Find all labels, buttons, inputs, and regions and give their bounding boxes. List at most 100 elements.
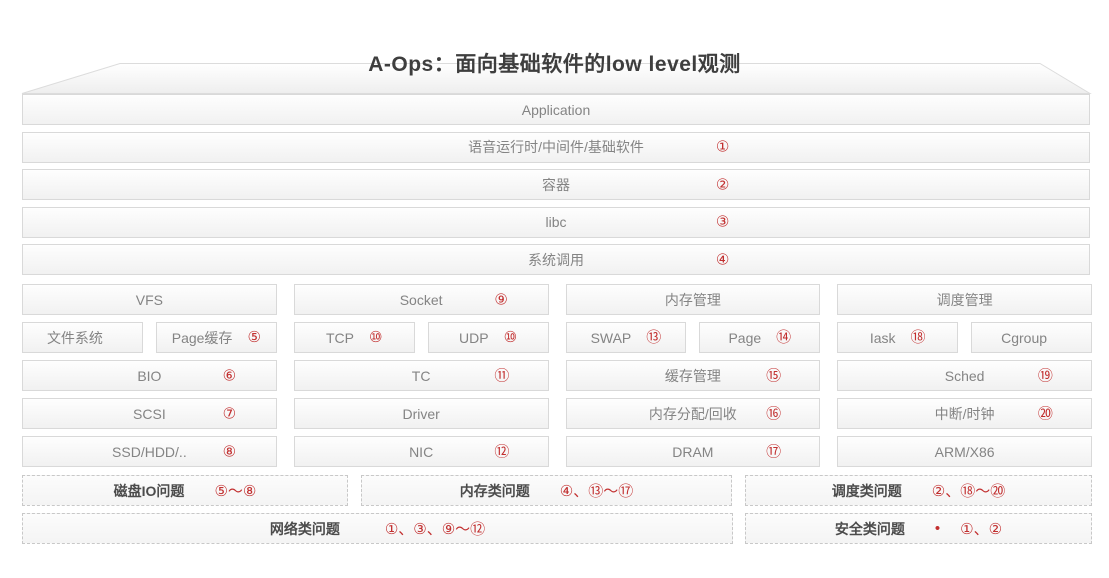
subpair-task-cgroup: Iask ⑱ Cgroup	[837, 322, 1092, 353]
grid-box-vfs: VFS	[22, 284, 277, 315]
box-label: Driver	[402, 405, 440, 422]
grid-box-cache-mgmt: 缓存管理 ⑮	[565, 360, 821, 391]
box-label: 内存管理	[664, 291, 721, 308]
subsystem-grid: VFS Socket ⑨ 内存管理 调度管理 文件系统 Page缓存 ⑤	[22, 284, 1092, 467]
box-number: ⑲	[1037, 367, 1053, 384]
box-number: ⑬	[646, 329, 662, 346]
box-label: Socket	[399, 291, 443, 308]
box-label: SWAP	[590, 329, 632, 346]
problem-numbers: ①、③、⑨～⑫	[384, 521, 486, 538]
grid-box-driver: Driver	[293, 398, 549, 429]
layer-number: ③	[715, 213, 730, 231]
box-label: VFS	[135, 291, 163, 308]
layer-label: 系统调用	[528, 251, 584, 268]
problem-numbers: ②、⑱～⑳	[931, 483, 1006, 500]
red-bullet-icon: •	[934, 520, 941, 537]
box-number: ⑨	[494, 291, 508, 308]
grid-box-socket: Socket ⑨	[293, 284, 549, 315]
problem-label: 调度类问题	[831, 482, 902, 499]
box-label: Cgroup	[1001, 329, 1048, 346]
box-label: 调度管理	[936, 291, 993, 308]
grid-box-cgroup: Cgroup	[971, 322, 1092, 353]
box-number: ⑥	[222, 367, 237, 384]
box-label: Page缓存	[171, 329, 233, 346]
layer-label: Application	[521, 101, 591, 118]
layer-stack: Application 语音运行时/中间件/基础软件 ① 容器 ② libc ③…	[22, 94, 1090, 275]
problem-box-memory: 内存类问题 ④、⑬～⑰	[361, 475, 732, 506]
grid-box-swap: SWAP ⑬	[565, 322, 687, 353]
problem-numbers: ⑤～⑧	[214, 483, 257, 500]
layer-number: ④	[715, 251, 730, 268]
layer-label: libc	[545, 214, 567, 230]
problem-label: 内存类问题	[459, 482, 530, 499]
layer-row-syscall: 系统调用 ④	[22, 244, 1090, 275]
problem-box-network: 网络类问题 ①、③、⑨～⑫	[22, 513, 733, 544]
box-label: 中断/时钟	[934, 405, 995, 422]
layer-row-container: 容器 ②	[22, 169, 1090, 200]
problem-label: 网络类问题	[269, 520, 340, 537]
box-label: TC	[411, 367, 431, 384]
grid-box-tc: TC ⑪	[293, 360, 549, 391]
grid-box-tcp: TCP ⑩	[293, 322, 415, 353]
problem-label: 安全类问题	[834, 520, 905, 537]
box-number: ⑰	[766, 443, 782, 460]
box-number: ⑮	[766, 367, 782, 384]
box-label: ARM/X86	[934, 443, 995, 460]
grid-box-ssd-hdd: SSD/HDD/.. ⑧	[22, 436, 277, 467]
grid-box-filesystem: 文件系统	[22, 322, 143, 353]
box-label: Page	[728, 329, 762, 346]
box-number: ⑫	[494, 443, 510, 460]
grid-box-sched-mgmt: 调度管理	[837, 284, 1092, 315]
grid-box-bio: BIO ⑥	[22, 360, 277, 391]
grid-box-scsi: SCSI ⑦	[22, 398, 277, 429]
problem-numbers: ④、⑬～⑰	[559, 483, 634, 500]
box-number: ⑳	[1037, 405, 1053, 422]
grid-box-udp: UDP ⑩	[427, 322, 549, 353]
grid-box-arm-x86: ARM/X86	[837, 436, 1092, 467]
box-label: Sched	[944, 367, 985, 384]
box-number: ⑩	[368, 329, 383, 346]
grid-box-page: Page ⑭	[699, 322, 821, 353]
box-number: ⑪	[494, 367, 510, 384]
grid-box-memory-mgmt: 内存管理	[565, 284, 821, 315]
grid-box-nic: NIC ⑫	[293, 436, 549, 467]
box-number: ⑯	[766, 405, 782, 422]
box-number: ⑦	[222, 405, 237, 422]
grid-box-dram: DRAM ⑰	[565, 436, 821, 467]
layer-label: 语音运行时/中间件/基础软件	[468, 139, 644, 155]
layer-row-application: Application	[22, 94, 1090, 125]
page-title: A-Ops：面向基础软件的low level观测	[368, 53, 741, 76]
box-number: ⑩	[503, 329, 518, 346]
layer-label: 容器	[542, 176, 570, 193]
subpair-swap-page: SWAP ⑬ Page ⑭	[565, 322, 821, 353]
problem-category-row-2: 网络类问题 ①、③、⑨～⑫ 安全类问题 • ①、②	[22, 513, 1092, 544]
problem-box-scheduling: 调度类问题 ②、⑱～⑳	[745, 475, 1092, 506]
layer-row-runtime: 语音运行时/中间件/基础软件 ①	[22, 131, 1090, 163]
box-label: 内存分配/回收	[648, 405, 737, 422]
grid-box-interrupt-clock: 中断/时钟 ⑳	[837, 398, 1092, 429]
box-label: 文件系统	[46, 329, 103, 346]
layer-number: ②	[715, 176, 730, 193]
problem-label: 磁盘IO问题	[113, 482, 185, 499]
layer-row-libc: libc ③	[22, 206, 1090, 238]
box-number: ⑱	[910, 329, 926, 346]
grid-box-task: Iask ⑱	[837, 322, 959, 353]
problem-numbers: ①、②	[960, 521, 1003, 538]
box-number: ⑤	[247, 329, 261, 346]
problem-category-row-1: 磁盘IO问题 ⑤～⑧ 内存类问题 ④、⑬～⑰ 调度类问题 ②、⑱～⑳	[22, 475, 1092, 506]
grid-box-sched: Sched ⑲	[837, 360, 1092, 391]
box-label: DRAM	[672, 443, 714, 460]
subpair-tcp-udp: TCP ⑩ UDP ⑩	[293, 322, 549, 353]
stack-3d-lid	[21, 63, 1092, 94]
box-label: SSD/HDD/..	[112, 443, 187, 460]
box-label: NIC	[409, 443, 434, 460]
grid-box-page-cache: Page缓存 ⑤	[155, 322, 277, 353]
layer-number: ①	[715, 138, 730, 156]
subpair-filesystem: 文件系统 Page缓存 ⑤	[22, 322, 277, 353]
box-label: SCSI	[133, 405, 166, 422]
problem-box-disk-io: 磁盘IO问题 ⑤～⑧	[22, 475, 348, 506]
box-number: ⑭	[776, 329, 792, 346]
box-label: TCP	[325, 329, 354, 346]
box-number: ⑧	[222, 443, 237, 460]
